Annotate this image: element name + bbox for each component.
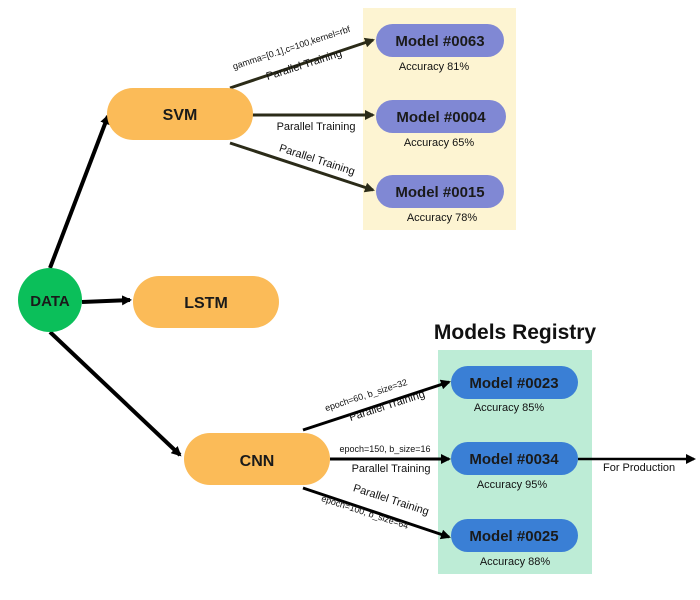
model-0015-label: Model #0015 [395, 184, 484, 201]
model-0034-label: Model #0034 [469, 451, 559, 468]
data-node-label: DATA [30, 293, 70, 310]
edge-svm-model-0015 [229, 141, 375, 193]
model-0004-label: Model #0004 [396, 109, 486, 126]
edge-cnn-model-0023 [302, 379, 451, 432]
model-0063-label: Model #0063 [395, 33, 484, 50]
svm-edge-label-2: Parallel Training [277, 121, 356, 133]
model-0063-node [376, 24, 504, 57]
cnn-edge-label-2: Parallel Training [352, 463, 431, 475]
edge-svm-model-0063 [229, 37, 375, 90]
model-0025-label: Model #0025 [469, 528, 558, 545]
cnn-node [184, 433, 330, 485]
edge-data-lstm [81, 295, 132, 306]
svm-node [107, 88, 253, 140]
cnn-node-label: CNN [240, 453, 275, 470]
model-0063-accuracy: Accuracy 81% [399, 61, 470, 73]
lstm-node-label: LSTM [184, 295, 228, 312]
edge-data-svm [48, 114, 110, 269]
model-0023-node [451, 366, 578, 399]
model-0015-accuracy: Accuracy 78% [407, 212, 478, 224]
cnn-params-label-2: epoch=150, b_size=16 [339, 444, 430, 454]
lstm-node [133, 276, 279, 328]
registry-title: Models Registry [434, 321, 597, 344]
data-node [18, 268, 82, 332]
production-label: For Production [603, 462, 675, 474]
model-0015-node [376, 175, 504, 208]
model-0034-node [451, 442, 578, 475]
model-0023-accuracy: Accuracy 85% [474, 402, 545, 414]
svm-node-label: SVM [163, 107, 198, 124]
model-0004-node [376, 100, 506, 133]
model-0025-node [451, 519, 578, 552]
model-0004-accuracy: Accuracy 65% [404, 137, 475, 149]
edge-cnn-model-0025 [302, 486, 451, 540]
model-0034-accuracy: Accuracy 95% [477, 479, 548, 491]
model-0023-label: Model #0023 [469, 375, 558, 392]
model-0025-accuracy: Accuracy 88% [480, 556, 551, 568]
edge-data-cnn [48, 330, 182, 457]
